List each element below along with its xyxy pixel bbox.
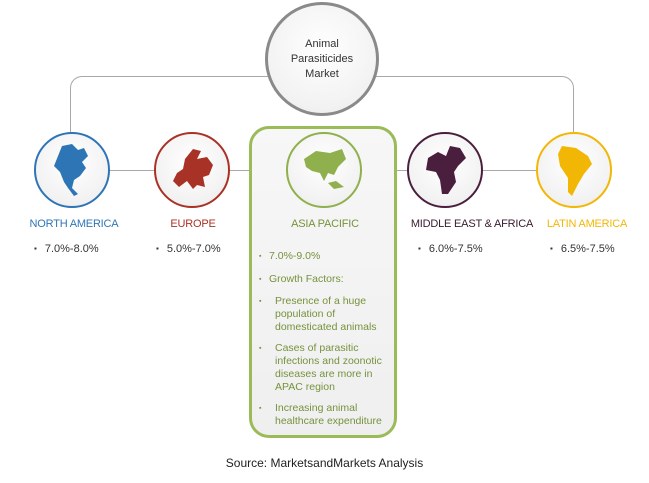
growth-factor-item: ▪Cases of parasitic infections and zoono… xyxy=(259,342,382,393)
asia-pacific-label: ASIA PACIFIC xyxy=(291,218,359,230)
growth-factors-heading: ▪Growth Factors: xyxy=(259,273,344,285)
source-caption: Source: MarketsandMarkets Analysis xyxy=(225,456,424,470)
europe-label: EUROPE xyxy=(170,218,216,230)
center-line3: Market xyxy=(305,67,339,80)
middle-east-africa-map-icon xyxy=(426,146,466,194)
middle-east-africa-label: MIDDLE EAST & AFRICA xyxy=(410,218,534,230)
north-america-map-icon xyxy=(54,144,88,196)
growth-factor-item: ▪Increasing animal healthcare expenditur… xyxy=(259,402,382,427)
asia-pacific-cagr: ▪7.0%-9.0% xyxy=(259,250,321,262)
center-line2: Parasiticides xyxy=(290,52,354,65)
middle-east-africa-cagr: 6.0%-7.5% xyxy=(418,243,483,255)
europe-node xyxy=(154,132,230,208)
latin-america-label: LATIN AMERICA xyxy=(546,218,628,230)
middle-east-africa-node xyxy=(407,132,483,208)
north-america-cagr: 7.0%-8.0% xyxy=(34,243,99,255)
latin-america-map-icon xyxy=(558,146,592,196)
asia-pacific-map-icon xyxy=(304,149,346,189)
center-line1: Animal xyxy=(305,37,339,50)
north-america-node xyxy=(34,132,110,208)
europe-cagr: 5.0%-7.0% xyxy=(156,243,221,255)
growth-factor-item: ▪Presence of a huge population of domest… xyxy=(259,295,377,333)
latin-america-cagr: 6.5%-7.5% xyxy=(550,243,615,255)
asia-pacific-node xyxy=(286,132,362,208)
north-america-label: NORTH AMERICA xyxy=(29,218,119,230)
latin-america-node xyxy=(536,132,612,208)
europe-map-icon xyxy=(173,149,213,189)
